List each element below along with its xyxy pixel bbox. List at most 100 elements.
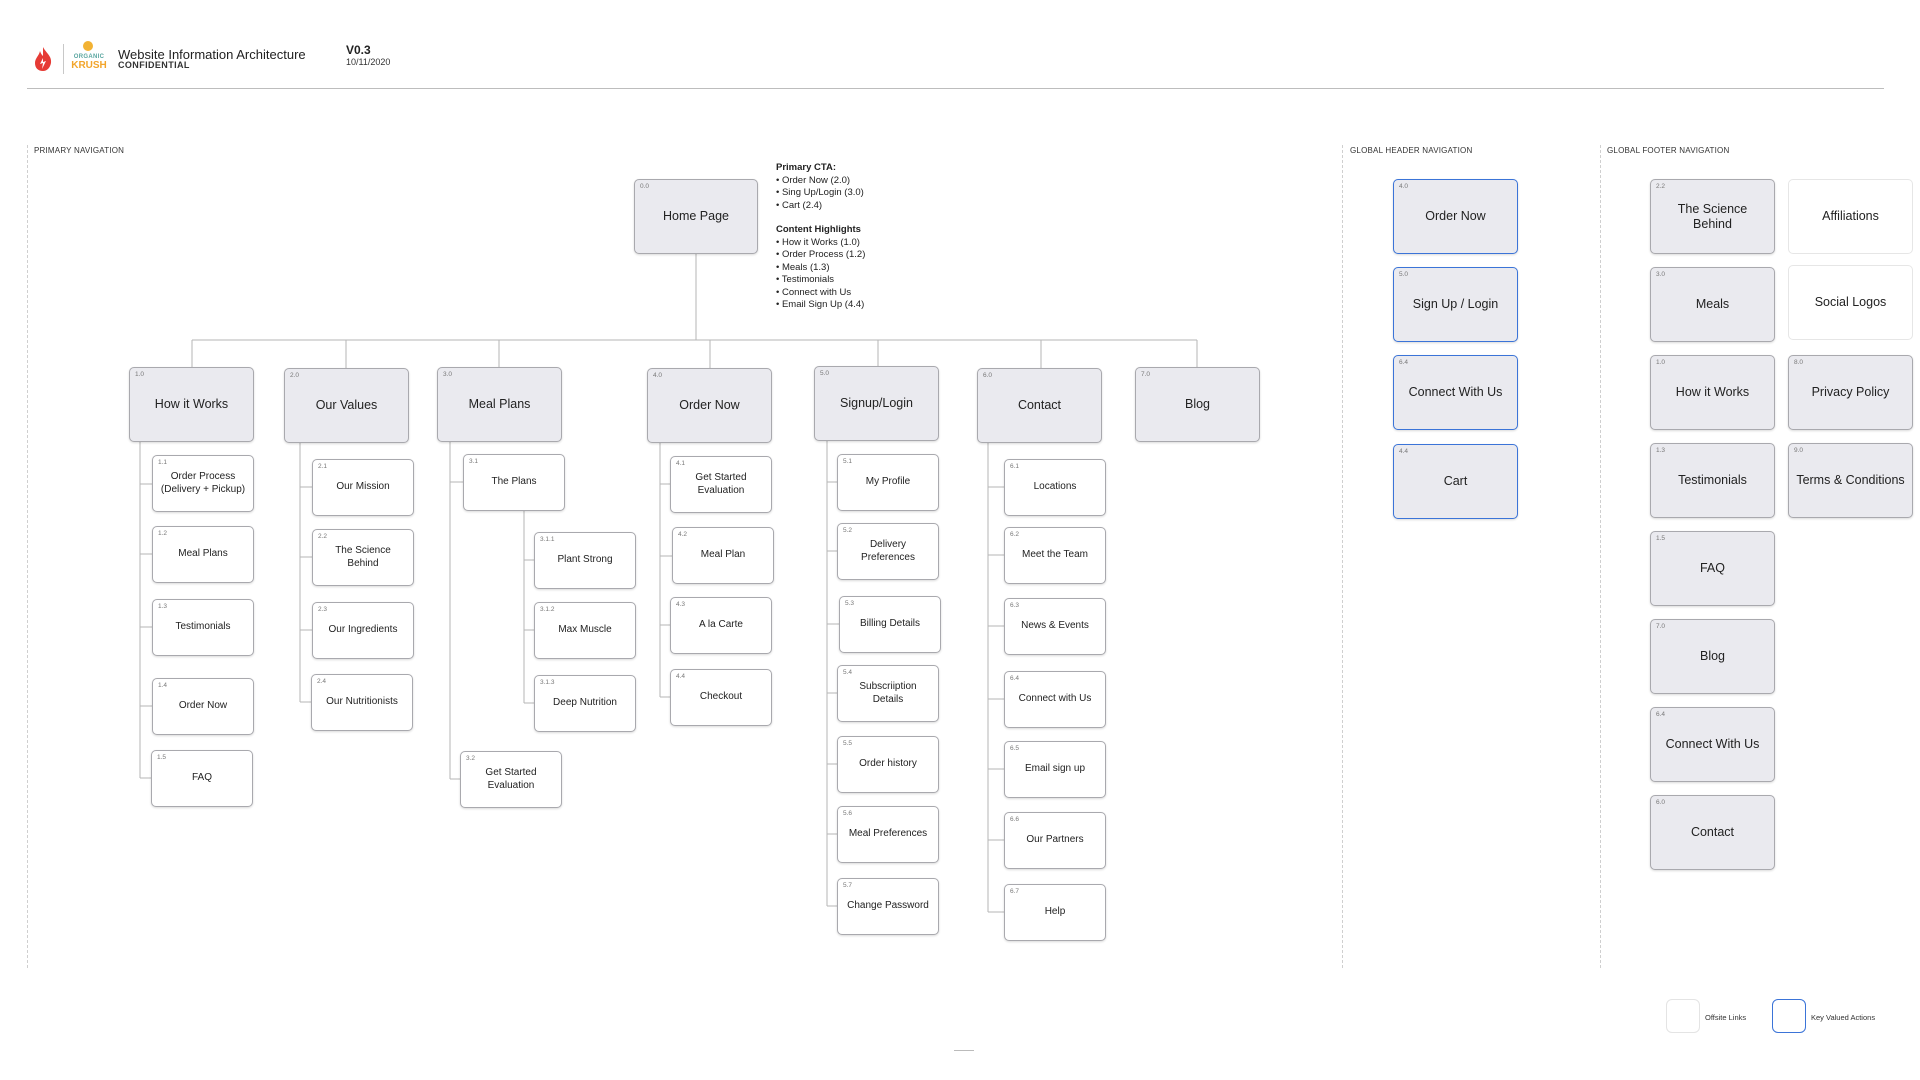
node-the-plans[interactable]: 3.1 The Plans: [463, 454, 565, 511]
node-blog[interactable]: 7.0 Blog: [1135, 367, 1260, 442]
footer-nav-testimonials[interactable]: 1.3 Testimonials: [1650, 443, 1775, 518]
node-label: Meal Preferences: [848, 828, 928, 840]
node-label: How it Works: [1675, 385, 1750, 400]
node-a-la-carte[interactable]: 4.3 A la Carte: [670, 597, 772, 654]
node-connect-with-us[interactable]: 6.4 Connect with Us: [1004, 671, 1106, 728]
page-marker: [954, 1050, 974, 1051]
logo-divider: [63, 44, 64, 74]
logo-text-bottom: KRUSH: [71, 60, 107, 71]
node-label: Delivery Preferences: [861, 539, 915, 563]
node-delivery-preferences[interactable]: 5.2 Delivery Preferences: [837, 523, 939, 580]
header-section-border: [1342, 145, 1343, 968]
node-label: Signup/Login: [840, 396, 913, 411]
node-label: Blog: [1699, 649, 1726, 664]
node-number: 3.2: [466, 755, 476, 762]
node-label: Connect With Us: [1408, 385, 1503, 400]
node-plant-strong[interactable]: 3.1.1 Plant Strong: [534, 532, 636, 589]
content-notes-title: Content Highlights: [776, 224, 861, 235]
footer-nav-privacy-policy[interactable]: 8.0 Privacy Policy: [1788, 355, 1913, 430]
content-note-item: • How it Works (1.0): [776, 236, 860, 248]
node-label: Cart: [1443, 474, 1468, 489]
node-get-started-evaluation[interactable]: 4.1 Get Started Evaluation: [670, 456, 772, 513]
node-our-values[interactable]: 2.0 Our Values: [284, 368, 409, 443]
node-meal-preferences[interactable]: 5.6 Meal Preferences: [837, 806, 939, 863]
node-number: 6.1: [1010, 463, 1020, 470]
node-order-now[interactable]: 4.0 Order Now: [647, 368, 772, 443]
footer-nav-science-behind[interactable]: 2.2 The Science Behind: [1650, 179, 1775, 254]
node-checkout[interactable]: 4.4 Checkout: [670, 669, 772, 726]
footer-nav-meals[interactable]: 3.0 Meals: [1650, 267, 1775, 342]
node-number: 6.4: [1010, 675, 1020, 682]
node-order-process[interactable]: 1.1 Order Process (Delivery + Pickup): [152, 455, 254, 512]
node-meet-the-team[interactable]: 6.2 Meet the Team: [1004, 527, 1106, 584]
node-email-sign-up[interactable]: 6.5 Email sign up: [1004, 741, 1106, 798]
node-get-started-evaluation-plans[interactable]: 3.2 Get Started Evaluation: [460, 751, 562, 808]
node-order-now-info[interactable]: 1.4 Order Now: [152, 678, 254, 735]
node-meal-plans[interactable]: 3.0 Meal Plans: [437, 367, 562, 442]
footer-nav-contact[interactable]: 6.0 Contact: [1650, 795, 1775, 870]
node-label: Contact: [1690, 825, 1735, 840]
header-nav-connect-with-us[interactable]: 6.4 Connect With Us: [1393, 355, 1518, 430]
footer-nav-faq[interactable]: 1.5 FAQ: [1650, 531, 1775, 606]
node-label: Testimonials: [1678, 473, 1747, 488]
node-contact[interactable]: 6.0 Contact: [977, 368, 1102, 443]
node-our-nutritionists[interactable]: 2.4 Our Nutritionists: [311, 674, 413, 731]
footer-nav-social-logos[interactable]: Social Logos: [1788, 265, 1913, 340]
cta-note-item: • Sing Up/Login (3.0): [776, 187, 864, 198]
node-meal-plan[interactable]: 4.2 Meal Plan: [672, 527, 774, 584]
node-science-behind[interactable]: 2.2 The Science Behind: [312, 529, 414, 586]
header-nav-order-now[interactable]: 4.0 Order Now: [1393, 179, 1518, 254]
cta-note-item: • Cart (2.4): [776, 199, 823, 211]
content-note-item: • Order Process (1.2): [776, 249, 866, 260]
node-locations[interactable]: 6.1 Locations: [1004, 459, 1106, 516]
node-label: Our Partners: [1026, 834, 1084, 846]
node-our-mission[interactable]: 2.1 Our Mission: [312, 459, 414, 516]
node-number: 4.0: [1399, 183, 1409, 190]
footer-nav-connect-with-us[interactable]: 6.4 Connect With Us: [1650, 707, 1775, 782]
node-billing-details[interactable]: 5.3 Billing Details: [839, 596, 941, 653]
section-label-header-nav: GLOBAL HEADER NAVIGATION: [1350, 146, 1473, 155]
node-our-partners[interactable]: 6.6 Our Partners: [1004, 812, 1106, 869]
node-how-it-works[interactable]: 1.0 How it Works: [129, 367, 254, 442]
node-meal-plans-info[interactable]: 1.2 Meal Plans: [152, 526, 254, 583]
node-our-ingredients[interactable]: 2.3 Our Ingredients: [312, 602, 414, 659]
node-deep-nutrition[interactable]: 3.1.3 Deep Nutrition: [534, 675, 636, 732]
node-number: 3.1.1: [540, 536, 555, 543]
footer-nav-how-it-works[interactable]: 1.0 How it Works: [1650, 355, 1775, 430]
footer-nav-affiliations[interactable]: Affiliations: [1788, 179, 1913, 254]
node-label: Testimonials: [175, 621, 231, 633]
node-my-profile[interactable]: 5.1 My Profile: [837, 454, 939, 511]
node-change-password[interactable]: 5.7 Change Password: [837, 878, 939, 935]
header-nav-sign-up-login[interactable]: 5.0 Sign Up / Login: [1393, 267, 1518, 342]
node-number: 3.1: [469, 458, 479, 465]
node-faq[interactable]: 1.5 FAQ: [151, 750, 253, 807]
node-home-page[interactable]: 0.0 Home Page: [634, 179, 758, 254]
header-divider: [27, 88, 1884, 89]
node-number: 0.0: [640, 183, 650, 190]
node-number: 2.4: [317, 678, 327, 685]
sun-logo-icon: [83, 41, 93, 51]
node-number: 3.1.3: [540, 679, 555, 686]
node-number: 4.4: [676, 673, 686, 680]
node-testimonials[interactable]: 1.3 Testimonials: [152, 599, 254, 656]
node-subscription-details[interactable]: 5.4 Subscriiption Details: [837, 665, 939, 722]
confidential-label: CONFIDENTIAL: [118, 60, 190, 70]
node-number: 3.0: [1656, 271, 1666, 278]
footer-nav-terms-conditions[interactable]: 9.0 Terms & Conditions: [1788, 443, 1913, 518]
node-label: Our Ingredients: [328, 624, 398, 636]
node-label: Change Password: [847, 900, 929, 912]
node-label: Order Now: [178, 700, 228, 712]
node-label: Email sign up: [1024, 763, 1086, 775]
node-help[interactable]: 6.7 Help: [1004, 884, 1106, 941]
cta-notes-title: Primary CTA:: [776, 162, 837, 173]
footer-nav-blog[interactable]: 7.0 Blog: [1650, 619, 1775, 694]
node-label: FAQ: [191, 772, 212, 784]
node-order-history[interactable]: 5.5 Order history: [837, 736, 939, 793]
node-number: 1.5: [1656, 535, 1666, 542]
node-signup-login[interactable]: 5.0 Signup/Login: [814, 366, 939, 441]
node-number: 6.0: [1656, 799, 1666, 806]
node-label: How it Works: [154, 397, 229, 412]
header-nav-cart[interactable]: 4.4 Cart: [1393, 444, 1518, 519]
node-max-muscle[interactable]: 3.1.2 Max Muscle: [534, 602, 636, 659]
node-news-events[interactable]: 6.3 News & Events: [1004, 598, 1106, 655]
